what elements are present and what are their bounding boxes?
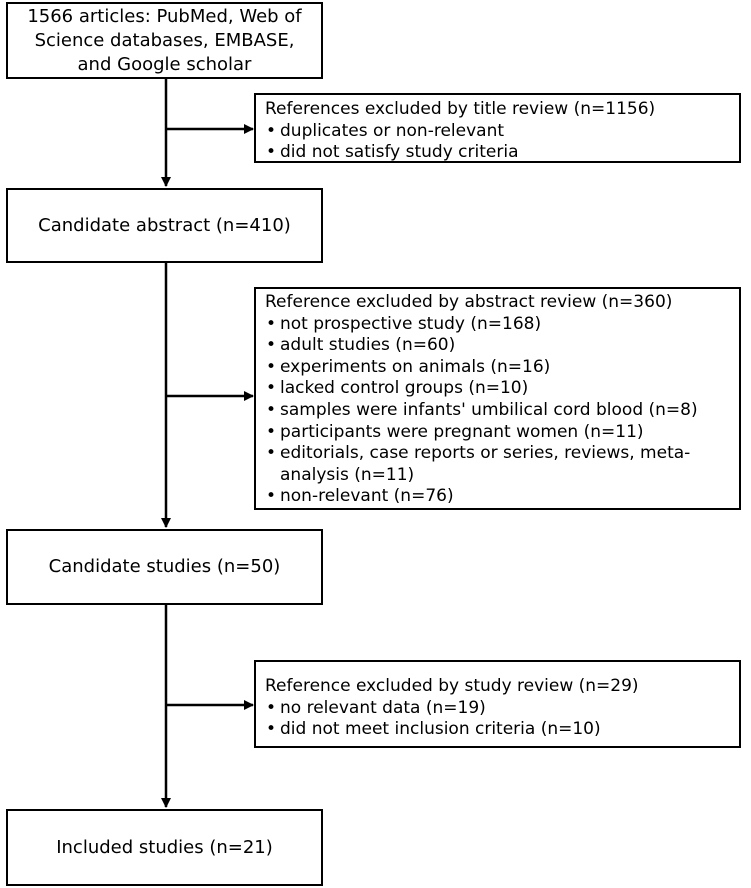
candidate-abstract-text: Candidate abstract (n=410) [38, 214, 291, 236]
abstract-review-list: not prospective study (n=168) adult stud… [265, 314, 739, 508]
candidate-studies-box: Candidate studies (n=50) [6, 529, 323, 605]
list-item: duplicates or non-relevant [265, 121, 739, 143]
list-item: participants were pregnant women (n=11) [265, 422, 739, 444]
list-item: no relevant data (n=19) [265, 698, 739, 720]
title-review-box: References excluded by title review (n=1… [254, 93, 741, 163]
list-item: not prospective study (n=168) [265, 314, 739, 336]
candidate-abstract-box: Candidate abstract (n=410) [6, 188, 323, 263]
list-item: samples were infants' umbilical cord blo… [265, 400, 739, 422]
list-item: non-relevant (n=76) [265, 486, 739, 508]
list-item: experiments on animals (n=16) [265, 357, 739, 379]
title-review-list: duplicates or non-relevant did not satis… [265, 121, 739, 164]
study-review-heading: Reference excluded by study review (n=29… [265, 676, 639, 696]
list-item: did not meet inclusion criteria (n=10) [265, 719, 739, 741]
candidate-studies-text: Candidate studies (n=50) [48, 556, 281, 577]
abstract-review-box: Reference excluded by abstract review (n… [254, 287, 741, 510]
start-text: 1566 articles: PubMed, Web of Science da… [27, 5, 302, 75]
title-review-heading: References excluded by title review (n=1… [265, 99, 656, 119]
included-studies-text: Included studies (n=21) [56, 836, 273, 858]
study-review-box: Reference excluded by study review (n=29… [254, 660, 741, 748]
start-box: 1566 articles: PubMed, Web of Science da… [6, 2, 323, 79]
study-review-list: no relevant data (n=19) did not meet inc… [265, 698, 739, 741]
list-item: adult studies (n=60) [265, 335, 739, 357]
list-item: did not satisfy study criteria [265, 142, 739, 164]
list-item: editorials, case reports or series, revi… [265, 443, 739, 486]
included-studies-box: Included studies (n=21) [6, 809, 323, 886]
abstract-review-heading: Reference excluded by abstract review (n… [265, 292, 673, 312]
list-item: lacked control groups (n=10) [265, 378, 739, 400]
